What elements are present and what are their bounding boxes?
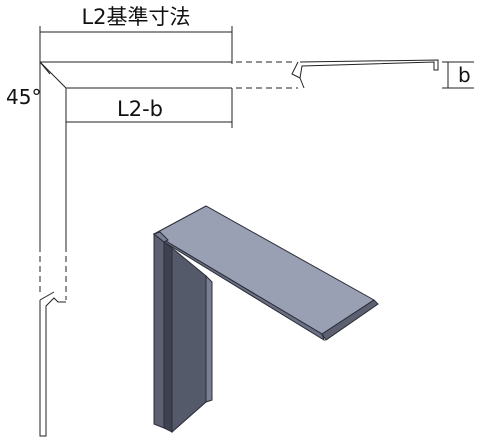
dimension-b: b (442, 61, 474, 89)
label-angle: 45° (6, 85, 41, 109)
label-l2-minus-b: L2-b (117, 97, 163, 121)
label-b: b (458, 63, 471, 87)
dimension-l2-minus-b: L2-b (66, 88, 233, 128)
dimension-l2-reference: L2基準寸法 (39, 5, 233, 70)
label-l2-reference: L2基準寸法 (81, 5, 190, 29)
panel-3d-render (152, 205, 379, 434)
profile-outline (39, 59, 439, 437)
